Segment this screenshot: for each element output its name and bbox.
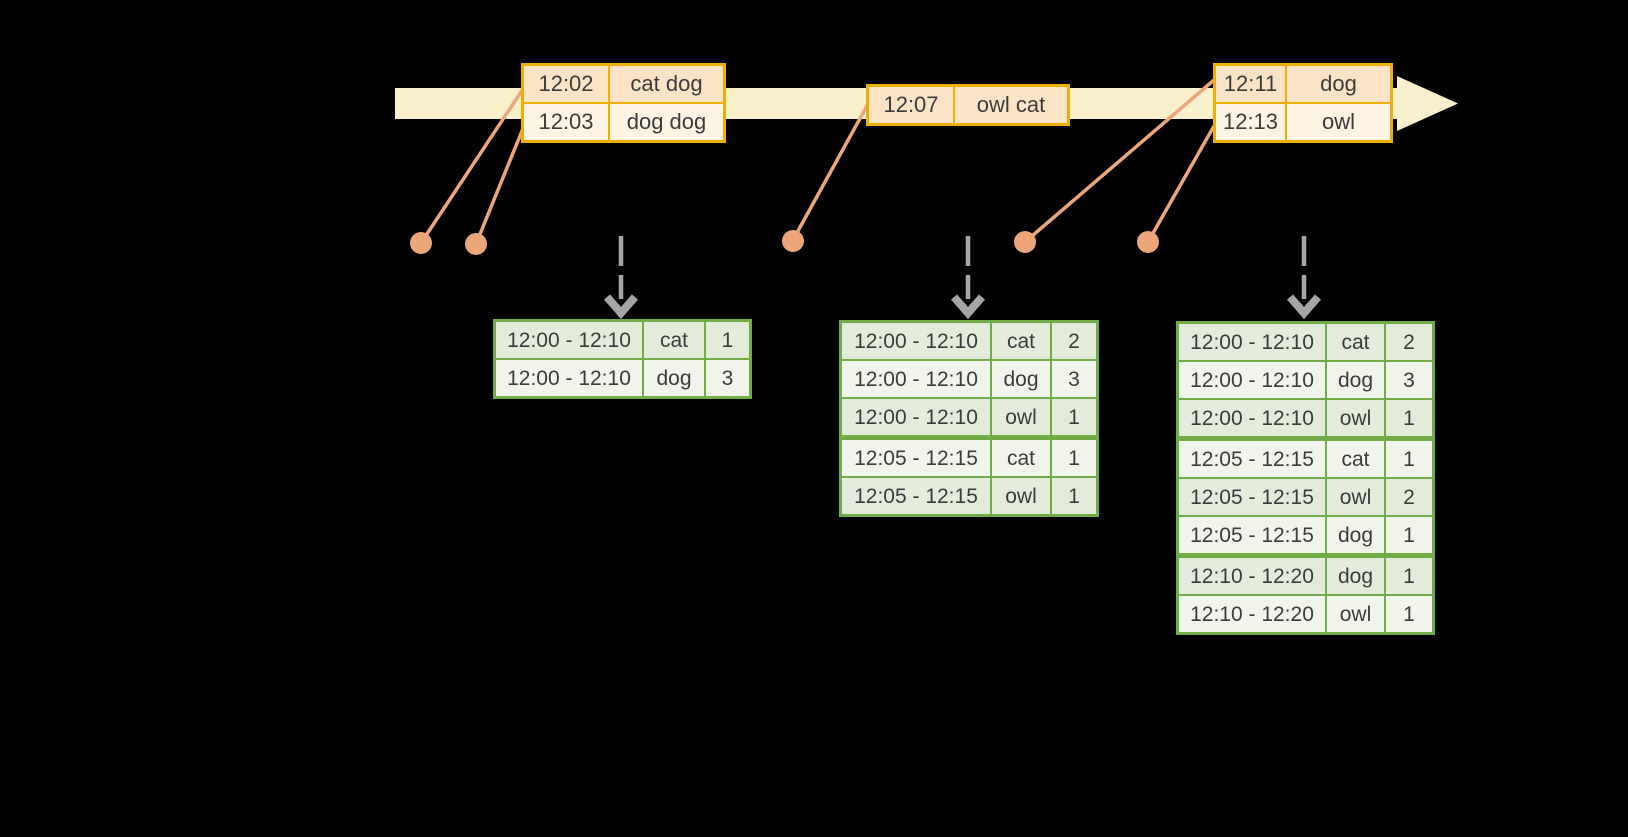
word: cat xyxy=(1327,441,1384,477)
event-words: owl xyxy=(1287,104,1390,140)
connector-line xyxy=(419,88,525,244)
count: 1 xyxy=(1386,517,1432,553)
word: owl xyxy=(992,399,1050,435)
event-dot xyxy=(1137,231,1159,253)
word: owl xyxy=(992,478,1050,514)
word: dog xyxy=(992,361,1050,397)
trigger-arrowhead-icon xyxy=(950,294,986,320)
windowed-counts-table-3: 12:00 - 12:10 cat 2 12:00 - 12:10 dog 3 … xyxy=(1176,321,1435,635)
word: cat xyxy=(644,322,704,358)
event-words: dog dog xyxy=(610,104,723,140)
window-range: 12:10 - 12:20 xyxy=(1179,558,1325,594)
count-row: 12:05 - 12:15 owl 2 xyxy=(1179,479,1432,515)
window-range: 12:00 - 12:10 xyxy=(496,360,642,396)
event-batch-table-1: 12:02 cat dog 12:03 dog dog xyxy=(521,63,726,143)
count: 2 xyxy=(1052,323,1096,359)
event-time: 12:03 xyxy=(524,104,608,140)
event-time: 12:07 xyxy=(869,87,953,123)
word: dog xyxy=(1327,362,1384,398)
event-time: 12:02 xyxy=(524,66,608,102)
count: 1 xyxy=(1052,440,1096,476)
event-row: 12:02 cat dog xyxy=(524,66,723,102)
count: 1 xyxy=(1052,399,1096,435)
window-range: 12:00 - 12:10 xyxy=(1179,324,1325,360)
window-range: 12:00 - 12:10 xyxy=(842,361,990,397)
count-row: 12:00 - 12:10 dog 3 xyxy=(842,361,1096,397)
count-row: 12:00 - 12:10 cat 1 xyxy=(496,322,749,358)
event-dot xyxy=(410,232,432,254)
count-row: 12:00 - 12:10 owl 1 xyxy=(842,399,1096,435)
count: 1 xyxy=(1386,558,1432,594)
event-time: 12:13 xyxy=(1216,104,1285,140)
count: 3 xyxy=(706,360,749,396)
event-dot xyxy=(465,233,487,255)
count: 2 xyxy=(1386,479,1432,515)
word: cat xyxy=(992,323,1050,359)
count-row: 12:05 - 12:15 owl 1 xyxy=(842,478,1096,514)
event-words: cat dog xyxy=(610,66,723,102)
count: 1 xyxy=(706,322,749,358)
trigger-arrowhead-icon xyxy=(603,294,639,320)
count-row: 12:00 - 12:10 dog 3 xyxy=(1179,362,1432,398)
window-range: 12:05 - 12:15 xyxy=(1179,517,1325,553)
trigger-arrowhead-icon xyxy=(1286,294,1322,320)
count: 1 xyxy=(1386,400,1432,436)
count-row: 12:00 - 12:10 owl 1 xyxy=(1179,400,1432,436)
event-batch-table-2: 12:07 owl cat xyxy=(866,84,1070,126)
event-dot xyxy=(1014,231,1036,253)
window-range: 12:05 - 12:15 xyxy=(842,478,990,514)
word: owl xyxy=(1327,596,1384,632)
word: dog xyxy=(644,360,704,396)
word: owl xyxy=(1327,479,1384,515)
timeline-arrowhead-icon xyxy=(1397,76,1458,131)
word: dog xyxy=(1327,558,1384,594)
connector-line xyxy=(791,103,870,241)
window-range: 12:00 - 12:10 xyxy=(1179,400,1325,436)
connector-line xyxy=(474,125,526,245)
window-range: 12:00 - 12:10 xyxy=(496,322,642,358)
count: 3 xyxy=(1386,362,1432,398)
window-range: 12:00 - 12:10 xyxy=(1179,362,1325,398)
word: cat xyxy=(1327,324,1384,360)
event-words: dog xyxy=(1287,66,1390,102)
word: dog xyxy=(1327,517,1384,553)
connector-line xyxy=(1146,125,1216,243)
count-row: 12:10 - 12:20 dog 1 xyxy=(1179,558,1432,594)
event-time: 12:11 xyxy=(1216,66,1285,102)
window-range: 12:10 - 12:20 xyxy=(1179,596,1325,632)
event-row: 12:07 owl cat xyxy=(869,87,1067,123)
window-range: 12:05 - 12:15 xyxy=(1179,479,1325,515)
count-row: 12:05 - 12:15 cat 1 xyxy=(1179,441,1432,477)
count: 1 xyxy=(1386,441,1432,477)
count: 1 xyxy=(1386,596,1432,632)
word: cat xyxy=(992,440,1050,476)
count-row: 12:00 - 12:10 cat 2 xyxy=(1179,324,1432,360)
window-range: 12:05 - 12:15 xyxy=(1179,441,1325,477)
event-row: 12:11 dog xyxy=(1216,66,1390,102)
window-range: 12:00 - 12:10 xyxy=(842,399,990,435)
event-row: 12:03 dog dog xyxy=(524,104,723,140)
count-row: 12:05 - 12:15 cat 1 xyxy=(842,440,1096,476)
window-range: 12:00 - 12:10 xyxy=(842,323,990,359)
event-dot xyxy=(782,230,804,252)
word: owl xyxy=(1327,400,1384,436)
count-row: 12:00 - 12:10 dog 3 xyxy=(496,360,749,396)
windowed-counts-table-2: 12:00 - 12:10 cat 2 12:00 - 12:10 dog 3 … xyxy=(839,320,1099,517)
event-row: 12:13 owl xyxy=(1216,104,1390,140)
count-row: 12:00 - 12:10 cat 2 xyxy=(842,323,1096,359)
event-words: owl cat xyxy=(955,87,1067,123)
connector-line xyxy=(1023,78,1216,244)
windowed-counts-table-1: 12:00 - 12:10 cat 1 12:00 - 12:10 dog 3 xyxy=(493,319,752,399)
count-row: 12:05 - 12:15 dog 1 xyxy=(1179,517,1432,553)
count: 1 xyxy=(1052,478,1096,514)
window-range: 12:05 - 12:15 xyxy=(842,440,990,476)
count-row: 12:10 - 12:20 owl 1 xyxy=(1179,596,1432,632)
count: 3 xyxy=(1052,361,1096,397)
count: 2 xyxy=(1386,324,1432,360)
event-batch-table-3: 12:11 dog 12:13 owl xyxy=(1213,63,1393,143)
